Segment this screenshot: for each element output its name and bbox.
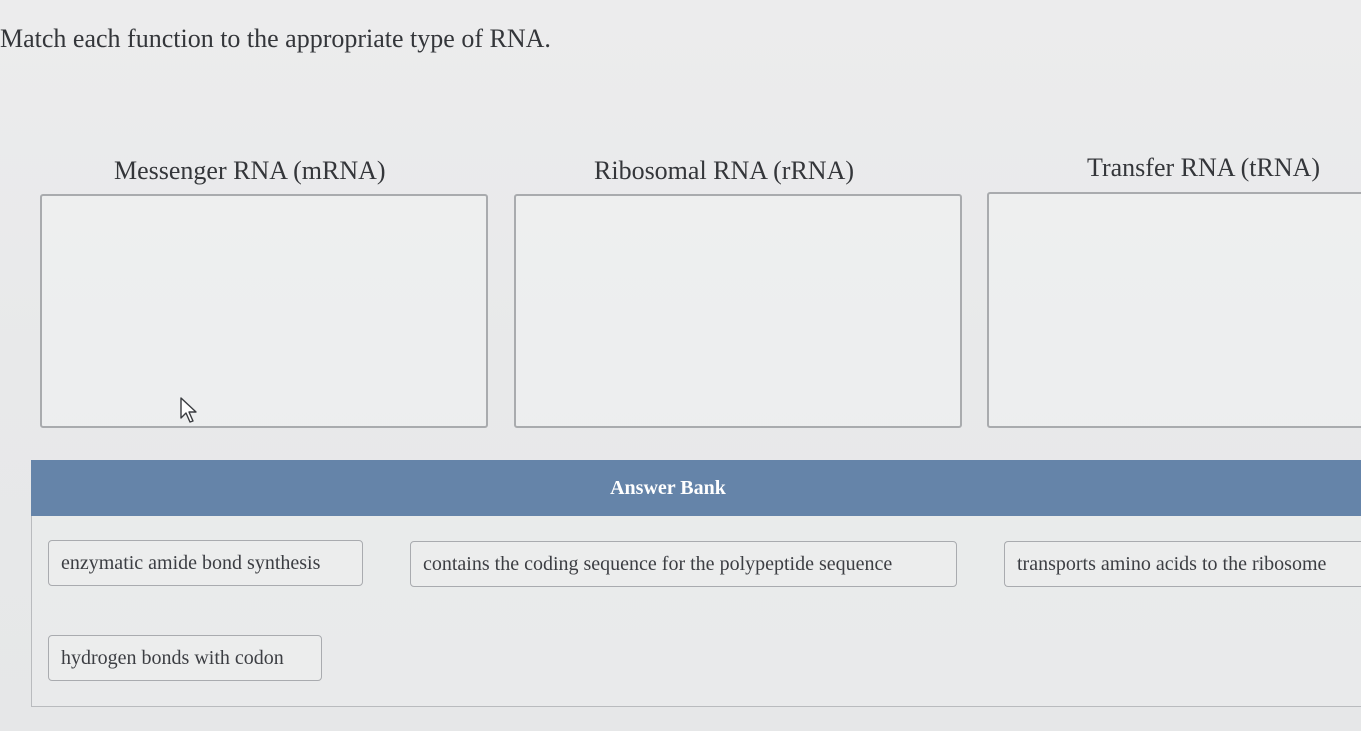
answer-chip-transports-amino-acids[interactable]: transports amino acids to the ribosome [1004,541,1361,587]
answer-bank-title: Answer Bank [610,476,726,499]
drop-zone-mrna[interactable] [40,194,488,428]
target-label-mrna: Messenger RNA (mRNA) [114,156,386,185]
question-prompt: Match each function to the appropriate t… [0,24,551,53]
answer-chip-hydrogen-bonds[interactable]: hydrogen bonds with codon [48,635,322,681]
mouse-pointer-icon [180,397,197,423]
answer-bank-header: Answer Bank [31,460,1361,516]
drop-zone-trna[interactable] [987,192,1361,428]
target-label-trna: Transfer RNA (tRNA) [1087,153,1321,182]
drop-zone-rrna[interactable] [514,194,962,428]
target-label-rrna: Ribosomal RNA (rRNA) [594,156,854,185]
answer-chip-amide-bond[interactable]: enzymatic amide bond synthesis [48,540,363,586]
answer-chip-coding-sequence[interactable]: contains the coding sequence for the pol… [410,541,957,587]
